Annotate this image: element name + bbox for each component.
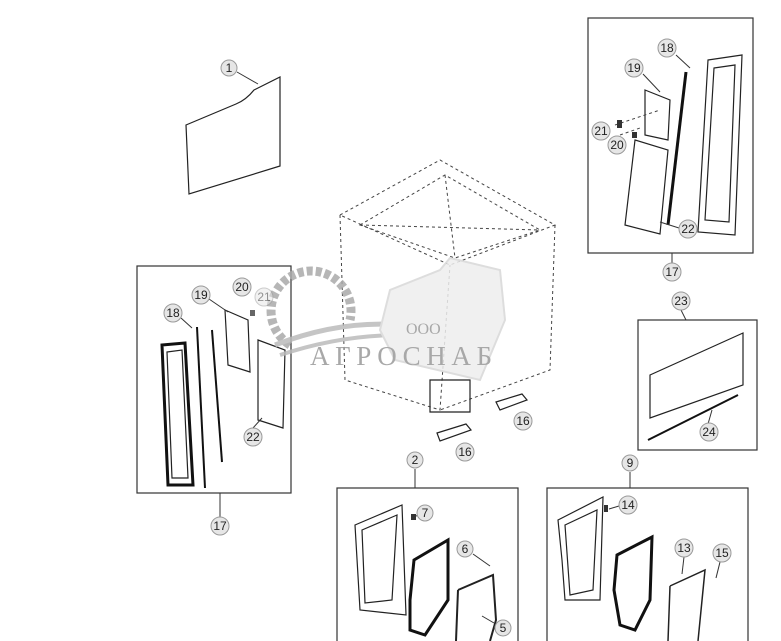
part-23-rear-glass [649,332,744,419]
part-5-door-glass [455,573,498,641]
callout-19: 19 [624,58,644,78]
svg-text:17: 17 [213,519,227,533]
part-18-seal-right [697,54,743,236]
svg-text:24: 24 [702,425,716,439]
callout-6: 6 [456,540,474,558]
svg-text:15: 15 [715,546,729,560]
svg-text:6: 6 [462,542,469,556]
svg-text:20: 20 [235,280,249,294]
group-box-rear-window [637,319,758,451]
watermark-prefix: ООО [406,321,441,338]
svg-text:1: 1 [226,61,233,75]
svg-text:22: 22 [246,430,260,444]
svg-text:16: 16 [458,445,472,459]
callout-22: 22 [243,427,263,447]
part-14-pin [604,505,608,512]
svg-text:17: 17 [665,265,679,279]
callout-5: 5 [494,619,512,637]
part-22-glass [624,139,669,235]
callout-23: 23 [671,291,691,311]
callout-24: 24 [699,422,719,442]
callout-7: 7 [416,504,434,522]
callout-14: 14 [618,495,638,515]
callout-13: 13 [674,538,694,558]
part-door-2-seal [408,537,450,637]
callout-19: 19 [191,285,211,305]
callout-18: 18 [657,38,677,58]
group-box-door-2 [336,487,519,641]
svg-text:14: 14 [621,498,635,512]
part-21-latch [617,120,622,128]
svg-text:20: 20 [610,138,624,152]
svg-text:13: 13 [677,541,691,555]
callout-15: 15 [712,543,732,563]
part-18-strip-left [196,326,206,489]
svg-text:18: 18 [660,41,674,55]
part-18-strip [666,71,688,226]
svg-text:22: 22 [681,222,695,236]
part-1-panel [185,76,281,195]
callout-17: 17 [662,262,682,282]
svg-text:23: 23 [674,294,688,308]
callout-9: 9 [621,454,639,472]
part-door-9-frame [557,496,604,601]
group-box-left-door-glass [136,265,292,494]
part-door-9-seal [612,534,654,632]
group-box-right-door-glass [587,17,754,254]
part-18-seal-left [160,341,195,487]
part-19-glass-left [224,309,251,373]
part-24-seal [647,394,739,441]
svg-text:16: 16 [516,414,530,428]
part-16-step-left [436,423,473,442]
svg-text:21: 21 [257,290,271,304]
svg-text:2: 2 [412,453,419,467]
callout-1: 1 [220,59,238,77]
callout-18: 18 [163,303,183,323]
callout-21: 21 [591,121,611,141]
svg-text:19: 19 [627,61,641,75]
part-19-glass [644,89,671,141]
callout-2: 2 [406,451,424,469]
callout-17: 17 [210,516,230,536]
part-door-9-glass [667,568,706,641]
svg-text:19: 19 [194,288,208,302]
svg-text:5: 5 [500,621,507,635]
combine-harvester-icon [378,256,507,382]
callout-22: 22 [678,219,698,239]
svg-text:7: 7 [422,506,429,520]
part-20-catch [632,132,637,138]
part-7-hinge [411,514,416,520]
callout-16: 16 [455,442,475,462]
part-door-2-frame [354,504,407,616]
gear-icon [266,266,356,349]
watermark-logo: ООО АГРОСНАБ [266,256,507,382]
svg-text:9: 9 [627,456,634,470]
callout-21: 21 [254,287,274,307]
callout-20: 20 [607,135,627,155]
svg-text:18: 18 [166,306,180,320]
callout-20: 20 [232,277,252,297]
part-16-step-right [495,393,529,411]
svg-text:21: 21 [594,124,608,138]
group-box-door-9 [546,487,749,641]
callout-16: 16 [513,411,533,431]
